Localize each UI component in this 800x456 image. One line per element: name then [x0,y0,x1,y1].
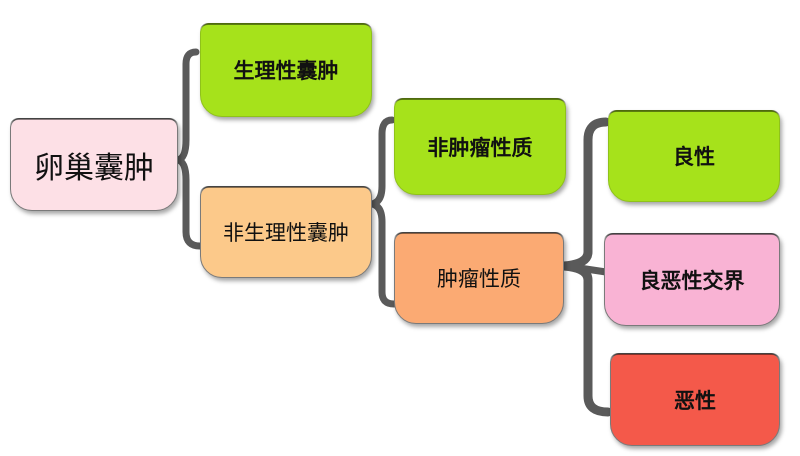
node-physiological-cyst-label: 生理性囊肿 [233,59,339,83]
node-physiological-cyst: 生理性囊肿 [200,23,372,117]
brace-root [176,48,204,250]
node-non-physiological-cyst-label: 非生理性囊肿 [223,221,349,245]
node-ovarian-cyst: 卵巢囊肿 [10,118,178,211]
brace-non-physiological [370,116,398,308]
node-malignant-label: 恶性 [674,388,716,413]
node-non-physiological-cyst: 非生理性囊肿 [200,186,372,278]
node-malignant: 恶性 [610,353,780,446]
node-borderline: 良恶性交界 [604,233,780,326]
node-borderline-label: 良恶性交界 [639,268,745,293]
node-ovarian-cyst-label: 卵巢囊肿 [34,150,154,186]
node-non-tumorous-label: 非肿瘤性质 [427,135,533,160]
connector-borderline [562,262,610,276]
node-benign-label: 良性 [673,145,715,169]
node-tumorous-label: 肿瘤性质 [437,267,521,291]
node-benign: 良性 [608,110,780,202]
node-non-tumorous: 非肿瘤性质 [394,98,566,195]
node-tumorous: 肿瘤性质 [394,232,564,324]
